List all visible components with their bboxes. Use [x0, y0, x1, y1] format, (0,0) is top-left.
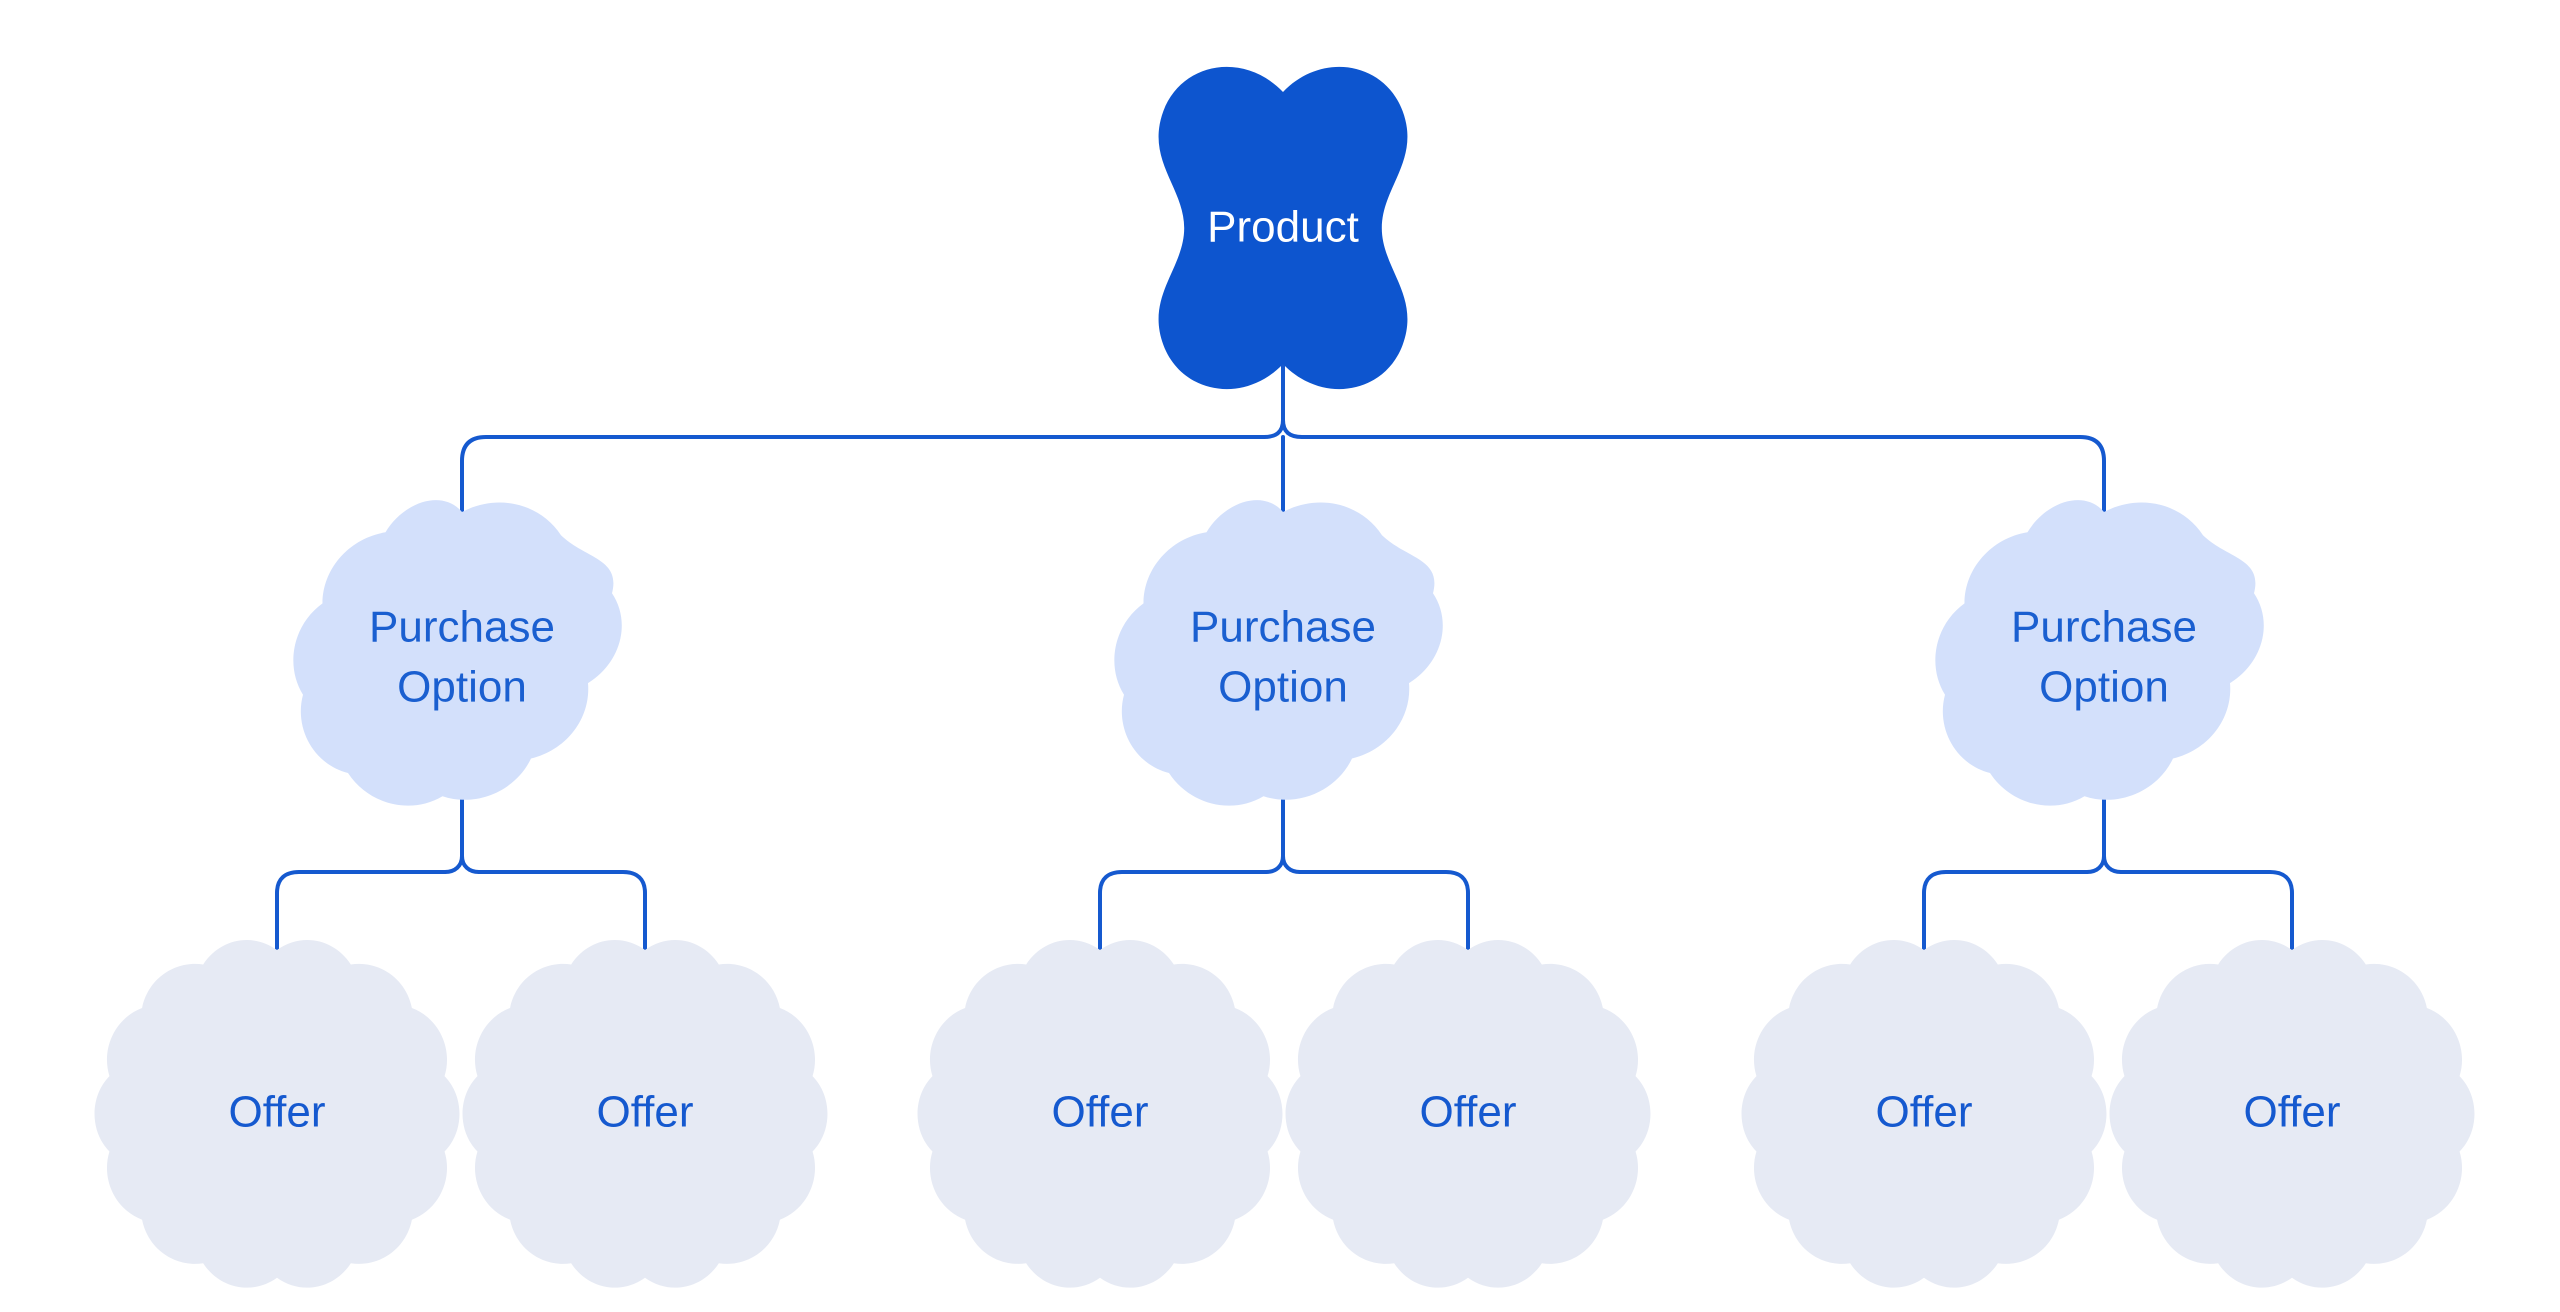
offer-5-shape [2109, 940, 2475, 1288]
connector-mid1-bus-left [1098, 870, 1268, 952]
purchase-option-2-label-line1: Purchase [2011, 603, 2197, 652]
offer-4-label: Offer [1875, 1088, 1972, 1137]
purchase-option-0-shape [293, 500, 622, 806]
connector-mid0-bus-left [275, 870, 447, 952]
connector-mid0-trunk-left [443, 798, 464, 874]
purchase-option-2-label-line2: Option [2039, 663, 2169, 712]
connector-mid2-to-leaves [1922, 798, 2294, 952]
offer-2-label: Offer [1051, 1088, 1148, 1137]
connector-mid2-bus-right [2119, 870, 2294, 952]
node-offer-0[interactable]: Offer [94, 940, 460, 1288]
offer-2-shape [917, 940, 1283, 1288]
node-offer-4[interactable]: Offer [1741, 940, 2107, 1288]
offer-3-shape [1285, 940, 1651, 1288]
purchase-option-2-shape [1935, 500, 2264, 806]
connector-bus-right [1300, 435, 2106, 514]
offer-0-label: Offer [228, 1088, 325, 1137]
connector-mid1-trunk-right [1281, 798, 1302, 874]
connector-root-trunk-left [1262, 418, 1285, 439]
offer-1-label: Offer [596, 1088, 693, 1137]
purchase-option-1-label-line2: Option [1218, 663, 1348, 712]
connector-mid2-trunk-right [2102, 798, 2123, 874]
connector-mid1-to-leaves [1098, 798, 1470, 952]
node-purchase-option-1[interactable]: Purchase Option [1114, 500, 1443, 806]
node-offer-5[interactable]: Offer [2109, 940, 2475, 1288]
node-offer-1[interactable]: Offer [462, 940, 828, 1288]
purchase-option-0-label-line2: Option [397, 663, 527, 712]
offer-3-label: Offer [1419, 1088, 1516, 1137]
connector-mid2-trunk-left [2085, 798, 2106, 874]
offer-4-shape [1741, 940, 2107, 1288]
offer-1-shape [462, 940, 828, 1288]
connector-root-to-mid [460, 358, 2106, 514]
node-offer-3[interactable]: Offer [1285, 940, 1651, 1288]
connector-bus-left [460, 435, 1266, 514]
offer-0-shape [94, 940, 460, 1288]
connector-mid0-bus-right [477, 870, 647, 952]
node-product-root[interactable]: Product [1158, 66, 1408, 390]
node-offer-2[interactable]: Offer [917, 940, 1283, 1288]
purchase-option-1-label-line1: Purchase [1190, 603, 1376, 652]
offer-5-label: Offer [2243, 1088, 2340, 1137]
node-purchase-option-0[interactable]: Purchase Option [293, 500, 622, 806]
node-purchase-option-2[interactable]: Purchase Option [1935, 500, 2264, 806]
connector-layer [275, 358, 2294, 952]
connector-mid0-to-leaves [275, 798, 647, 952]
product-root-label: Product [1207, 203, 1359, 252]
connector-mid2-bus-left [1922, 870, 2089, 952]
purchase-option-1-shape [1114, 500, 1443, 806]
connector-mid1-trunk-left [1264, 798, 1285, 874]
connector-mid1-bus-right [1298, 870, 1470, 952]
purchase-option-0-label-line1: Purchase [369, 603, 555, 652]
connector-mid0-trunk-right [460, 798, 481, 874]
